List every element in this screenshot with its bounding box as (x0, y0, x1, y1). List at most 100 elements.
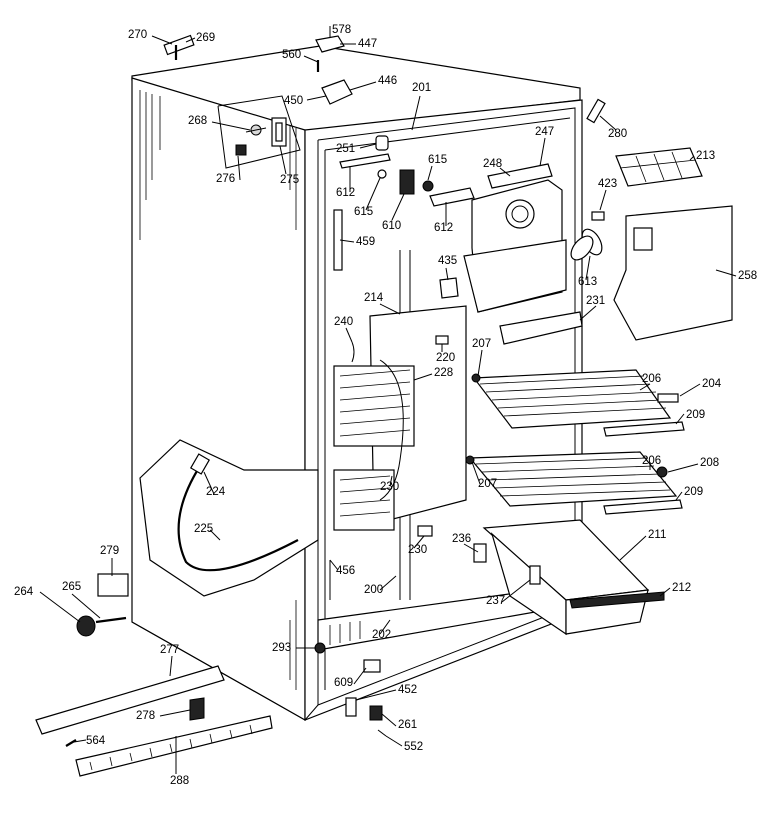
part-236 (473, 543, 487, 563)
left-parts (76, 439, 319, 637)
part-label: 236 (452, 533, 471, 545)
part-label: 214 (364, 292, 384, 304)
leader-lines (39, 30, 737, 774)
leader-line (185, 37, 196, 43)
leader-line (477, 349, 483, 377)
part-label: 613 (578, 276, 597, 288)
part-220 (435, 335, 449, 345)
part-label: 450 (284, 95, 303, 107)
part-label: 206 (642, 373, 661, 385)
part-label: 612 (434, 222, 453, 234)
part-276 (235, 144, 247, 156)
part-label: 248 (483, 158, 502, 170)
part-label: 213 (696, 150, 715, 162)
part-label: 220 (436, 352, 455, 364)
hinge-area (217, 95, 301, 169)
leader-line (39, 591, 81, 623)
part-label: 280 (608, 128, 627, 140)
leader-line (715, 269, 737, 277)
front-corner (304, 704, 319, 721)
part-288-grille (89, 724, 253, 771)
part-label: 237 (486, 595, 505, 607)
part-258-panel (633, 227, 653, 251)
leader-line (169, 655, 173, 677)
part-label: 224 (206, 486, 226, 498)
leader-line (675, 491, 683, 501)
bottom-parts (35, 560, 387, 777)
leader-line (209, 529, 221, 541)
part-label: 268 (188, 115, 207, 127)
part-label: 209 (686, 409, 705, 421)
leader-line (413, 535, 425, 549)
part-251 (375, 135, 389, 151)
part-label: 228 (434, 367, 453, 379)
leader-line (427, 165, 433, 181)
leader-line (339, 239, 355, 243)
part-206-lower (468, 451, 678, 507)
part-615-right (422, 180, 434, 192)
leader-line (379, 575, 397, 591)
part-231 (499, 311, 583, 345)
part-label: 247 (535, 126, 554, 138)
leader-line (203, 471, 215, 495)
part-247-shroud (463, 239, 567, 313)
leader-line (579, 305, 597, 321)
leader-line (659, 587, 671, 597)
part-label: 258 (738, 270, 757, 282)
part-label: 452 (398, 684, 417, 696)
leader-line (365, 177, 381, 211)
part-label: 231 (586, 295, 605, 307)
part-423 (591, 211, 605, 221)
part-label: 209 (684, 486, 703, 498)
part-610 (399, 169, 415, 195)
part-237 (529, 565, 541, 585)
part-label: 269 (196, 32, 215, 44)
leader-line (349, 81, 377, 91)
leader-line (306, 95, 327, 101)
leader-line (539, 137, 546, 167)
part-label: 276 (216, 173, 235, 185)
part-label: 208 (700, 457, 719, 469)
leader-line (353, 667, 367, 685)
upper-components (339, 135, 567, 313)
part-label: 207 (472, 338, 491, 350)
leader-line (499, 167, 511, 177)
part-279 (97, 573, 129, 597)
part-label: 459 (356, 236, 375, 248)
part-208 (656, 466, 668, 478)
leader-line (385, 735, 403, 747)
part-552 (377, 729, 387, 737)
part-label: 615 (428, 154, 447, 166)
part-label: 211 (648, 529, 666, 541)
leader-line (411, 95, 421, 131)
bin (473, 519, 665, 636)
part-206-upper (472, 369, 672, 429)
part-258 (613, 205, 733, 341)
part-230-lower (333, 469, 395, 531)
part-label: 288 (170, 775, 189, 787)
part-label: 200 (364, 584, 383, 596)
part-label: 447 (358, 38, 377, 50)
part-label: 293 (272, 642, 291, 654)
part-247-fan-opening (505, 199, 535, 229)
part-label: 202 (372, 629, 391, 641)
part-label: 423 (598, 178, 617, 190)
part-labels: 578 447 270 269 560 446 450 201 268 280 … (14, 24, 757, 787)
part-label: 279 (100, 545, 119, 557)
leader-line (675, 413, 685, 425)
part-615-left (377, 169, 387, 179)
leader-line (237, 155, 241, 181)
part-288 (75, 715, 273, 777)
leader-line (345, 327, 353, 343)
shelves (465, 369, 685, 515)
part-204 (657, 393, 679, 403)
evaporator-area (333, 209, 467, 537)
part-label: 265 (62, 581, 81, 593)
part-label: 610 (382, 220, 401, 232)
part-613 (570, 228, 603, 261)
cabinet-side-shading (139, 90, 297, 690)
part-label: 225 (194, 523, 213, 535)
part-label: 264 (14, 586, 34, 598)
part-230 (417, 525, 433, 537)
